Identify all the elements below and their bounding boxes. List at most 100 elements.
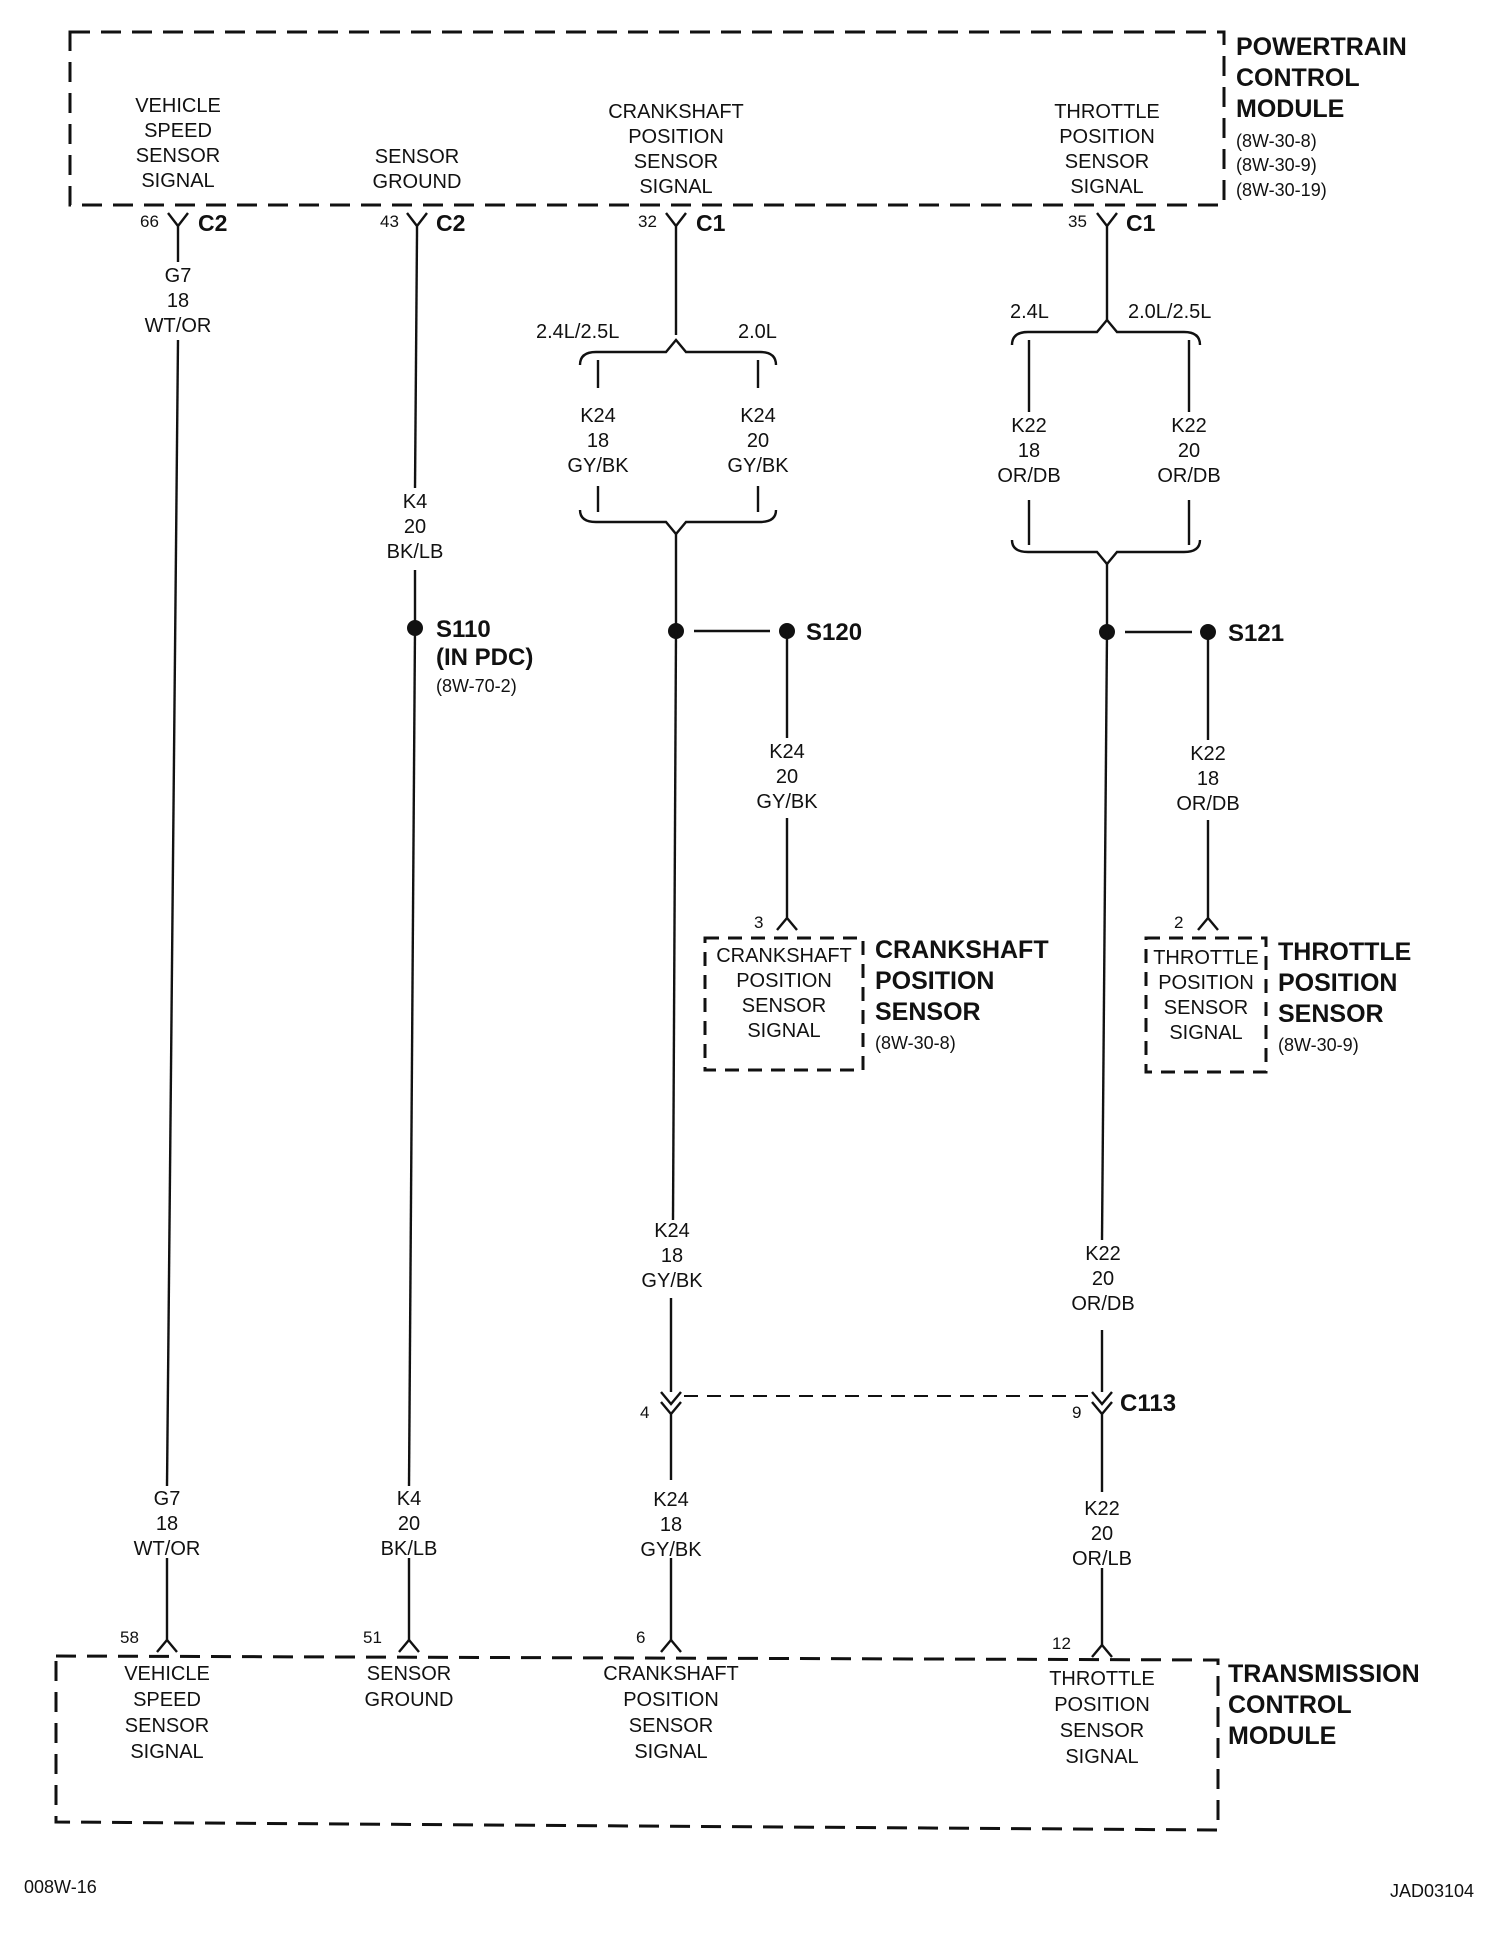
tcm-tps-label: THROTTLE POSITION SENSOR SIGNAL (1049, 1668, 1155, 1768)
svg-text:POSITION: POSITION (736, 970, 832, 992)
svg-text:POSITION: POSITION (623, 1689, 719, 1711)
connector-id: C113 (1120, 1390, 1176, 1417)
svg-text:K4: K4 (403, 491, 427, 513)
svg-text:SIGNAL: SIGNAL (141, 170, 214, 192)
svg-text:18: 18 (167, 290, 189, 312)
pin-number: 12 (1052, 1634, 1071, 1653)
pin-number: 43 (380, 212, 399, 231)
svg-text:TRANSMISSION: TRANSMISSION (1228, 1660, 1420, 1688)
svg-text:K24: K24 (740, 405, 776, 427)
pcm-ref: (8W-30-19) (1236, 180, 1327, 200)
svg-text:OR/DB: OR/DB (1176, 793, 1239, 815)
footer-right-code: JAD03104 (1390, 1881, 1474, 1901)
pin-number: 3 (754, 913, 763, 932)
splice-ref: (8W-70-2) (436, 676, 517, 696)
tcm-box (54, 1654, 1220, 1832)
wire-label-k22-bottom: K22 20 OR/LB (1072, 1498, 1132, 1570)
wire-label-k22-right: K22 20 OR/DB (1157, 415, 1220, 487)
engine-option-right: 2.0L/2.5L (1128, 301, 1211, 323)
svg-text:K22: K22 (1011, 415, 1047, 437)
svg-text:OR/LB: OR/LB (1072, 1548, 1132, 1570)
connector-id: C2 (436, 210, 465, 236)
svg-text:G7: G7 (165, 265, 192, 287)
engine-option-right: 2.0L (738, 321, 777, 343)
wire-k4 (407, 233, 419, 1640)
splice-name: S110 (436, 616, 491, 643)
tps-sensor: 2 THROTTLE POSITION SENSOR SIGNAL THROTT… (1144, 905, 1411, 1074)
wire-label-g7-top: G7 18 WT/OR (145, 265, 212, 337)
svg-text:18: 18 (1018, 440, 1040, 462)
pin-number: 51 (363, 1628, 382, 1647)
svg-text:BK/LB: BK/LB (381, 1538, 438, 1560)
svg-text:CRANKSHAFT: CRANKSHAFT (608, 101, 744, 123)
pin-number: 66 (140, 212, 159, 231)
svg-text:GY/BK: GY/BK (756, 791, 818, 813)
svg-text:K24: K24 (653, 1489, 689, 1511)
connector-id: C2 (198, 210, 227, 236)
svg-text:THROTTLE: THROTTLE (1049, 1668, 1155, 1690)
connector-c113: 4 9 C113 (640, 1390, 1176, 1422)
svg-text:OR/DB: OR/DB (1071, 1293, 1134, 1315)
wire-label-k4-top: K4 20 BK/LB (387, 491, 444, 563)
tcm-ckp-label: CRANKSHAFT POSITION SENSOR SIGNAL (603, 1663, 739, 1763)
svg-text:GY/BK: GY/BK (567, 455, 629, 477)
svg-text:SIGNAL: SIGNAL (1169, 1022, 1242, 1044)
svg-text:CRANKSHAFT: CRANKSHAFT (716, 945, 852, 967)
svg-text:BK/LB: BK/LB (387, 541, 444, 563)
svg-text:THROTTLE: THROTTLE (1054, 101, 1160, 123)
tps-sensor-title: POSITION (1278, 969, 1397, 997)
svg-text:POSITION: POSITION (628, 126, 724, 148)
svg-text:SPEED: SPEED (144, 120, 212, 142)
svg-text:K24: K24 (769, 741, 805, 763)
pcm-vss-label: VEHICLE SPEED SENSOR SIGNAL (135, 95, 221, 192)
splice-name: S121 (1228, 620, 1284, 647)
pcm-pin-tps: 35 C1 (1068, 210, 1156, 236)
svg-text:G7: G7 (154, 1488, 181, 1510)
splice-s110: S110 (IN PDC) (8W-70-2) (407, 616, 533, 696)
svg-text:20: 20 (1178, 440, 1200, 462)
svg-text:18: 18 (587, 430, 609, 452)
svg-text:SIGNAL: SIGNAL (1070, 176, 1143, 198)
svg-text:SIGNAL: SIGNAL (639, 176, 712, 198)
wire-label-k4-bottom: K4 20 BK/LB (381, 1488, 438, 1560)
pin-number: 35 (1068, 212, 1087, 231)
svg-text:SIGNAL: SIGNAL (747, 1020, 820, 1042)
svg-text:20: 20 (747, 430, 769, 452)
tcm-ground-label: SENSOR GROUND (365, 1663, 454, 1711)
svg-text:GROUND: GROUND (365, 1689, 454, 1711)
svg-text:SENSOR: SENSOR (375, 146, 459, 168)
tcm-pin-vss: 58 (120, 1628, 178, 1653)
pin-number: 4 (640, 1403, 649, 1422)
wire-label-g7-bottom: G7 18 WT/OR (134, 1488, 201, 1560)
tcm-pin-ground: 51 (363, 1628, 420, 1653)
svg-text:K24: K24 (654, 1220, 690, 1242)
engine-option-tps: 2.4L 2.0L/2.5L (1010, 301, 1211, 323)
wire-label-k24-mid: K24 18 GY/BK (641, 1220, 703, 1292)
svg-text:SENSOR: SENSOR (1060, 1720, 1144, 1742)
svg-text:20: 20 (404, 516, 426, 538)
svg-text:SENSOR: SENSOR (136, 145, 220, 167)
connector-id: C1 (696, 210, 726, 236)
tcm-pin-tps: 12 (1052, 1634, 1113, 1658)
svg-text:K22: K22 (1190, 743, 1226, 765)
pcm-title-line: CONTROL (1236, 64, 1360, 92)
svg-text:18: 18 (1197, 768, 1219, 790)
svg-text:18: 18 (660, 1514, 682, 1536)
ckp-sensor: 3 CRANKSHAFT POSITION SENSOR SIGNAL CRAN… (703, 905, 1049, 1072)
svg-text:SIGNAL: SIGNAL (130, 1741, 203, 1763)
pcm-pin-ground: 43 C2 (380, 210, 465, 236)
svg-text:SENSOR: SENSOR (634, 151, 718, 173)
svg-text:20: 20 (776, 766, 798, 788)
svg-text:WT/OR: WT/OR (145, 315, 212, 337)
svg-text:18: 18 (156, 1513, 178, 1535)
svg-text:VEHICLE: VEHICLE (135, 95, 221, 117)
svg-text:MODULE: MODULE (1228, 1722, 1336, 1750)
svg-text:K22: K22 (1084, 1498, 1120, 1520)
svg-text:OR/DB: OR/DB (997, 465, 1060, 487)
svg-text:SENSOR: SENSOR (1065, 151, 1149, 173)
svg-text:K22: K22 (1085, 1243, 1121, 1265)
svg-text:GY/BK: GY/BK (641, 1270, 703, 1292)
tcm-title: TRANSMISSION CONTROL MODULE (1228, 1660, 1420, 1750)
pcm-ckp-label: CRANKSHAFT POSITION SENSOR SIGNAL (608, 101, 744, 198)
